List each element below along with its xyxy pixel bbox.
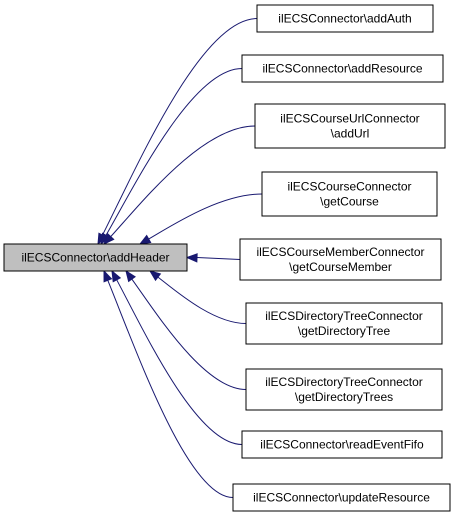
node-readeventfifo-label-line: ilECSConnector\readEventFifo [260, 438, 424, 452]
node-addresource[interactable]: ilECSConnector\addResource [241, 54, 444, 83]
node-addauth-label-line: ilECSConnector\addAuth [278, 12, 411, 26]
node-addresource-box [241, 54, 444, 83]
node-addauth[interactable]: ilECSConnector\addAuth [256, 4, 434, 33]
node-getcourse-label-line: ilECSCourseConnector [287, 180, 411, 194]
edge-getdirectorytree [156, 276, 247, 324]
edge-getcoursemember [196, 257, 241, 260]
arrowhead-getdirectorytree [148, 270, 162, 282]
edges [97, 18, 263, 498]
node-root-addheader-label-line: ilECSConnector\addHeader [21, 251, 169, 265]
arrowhead-updateresource [103, 269, 113, 283]
arrowhead-addurl [103, 233, 115, 245]
arrowhead-getcoursemember [185, 253, 198, 263]
node-readeventfifo[interactable]: ilECSConnector\readEventFifo [241, 430, 443, 459]
node-getdirectorytrees-box [245, 368, 443, 411]
arrowhead-getdirectorytrees [125, 269, 136, 283]
edge-addresource [105, 68, 243, 237]
node-addresource-label-line: ilECSConnector\addResource [262, 62, 422, 76]
node-addurl[interactable]: ilECSCourseUrlConnector\addUrl [254, 103, 446, 149]
node-readeventfifo-box [241, 430, 443, 459]
edge-readeventfifo [115, 278, 243, 445]
edge-addauth [101, 18, 258, 237]
edge-getcourse [147, 193, 263, 240]
node-getdirectorytree[interactable]: ilECSDirectoryTreeConnector\getDirectory… [245, 302, 443, 345]
node-getdirectorytrees[interactable]: ilECSDirectoryTreeConnector\getDirectory… [245, 368, 443, 411]
node-addurl-box [254, 103, 446, 149]
node-getcoursemember-label-line: ilECSCourseMemberConnector [256, 245, 424, 259]
node-getcoursemember-label-line: \getCourseMember [289, 260, 392, 274]
node-getdirectorytree-box [245, 302, 443, 345]
node-addurl-label-line: ilECSCourseUrlConnector [280, 112, 419, 126]
node-updateresource[interactable]: ilECSConnector\updateResource [232, 483, 451, 512]
node-getdirectorytrees-label-line: \getDirectoryTrees [295, 390, 393, 404]
edge-updateresource [106, 279, 234, 498]
nodes: ilECSConnector\addHeader ilECSConnector\a… [3, 4, 451, 512]
node-getdirectorytree-label-line: ilECSDirectoryTreeConnector [265, 309, 423, 323]
node-getcoursemember-box [239, 238, 442, 281]
node-updateresource-label-line: ilECSConnector\updateResource [253, 491, 430, 505]
arrowhead-readeventfifo [111, 269, 122, 283]
node-getcourse[interactable]: ilECSCourseConnector\getCourse [261, 171, 438, 217]
node-getdirectorytree-label-line: \getDirectoryTree [298, 324, 391, 338]
edge-addurl [109, 125, 256, 238]
node-addurl-label-line: \addUrl [331, 127, 370, 141]
node-getcoursemember[interactable]: ilECSCourseMemberConnector\getCourseMemb… [239, 238, 442, 281]
node-root-addheader[interactable]: ilECSConnector\addHeader [3, 243, 188, 272]
node-addauth-box [256, 4, 434, 33]
node-root-addheader-box [3, 243, 188, 272]
node-getdirectorytrees-label-line: ilECSDirectoryTreeConnector [265, 375, 423, 389]
arrowhead-getcourse [138, 234, 152, 245]
node-updateresource-box [232, 483, 451, 512]
node-getcourse-box [261, 171, 438, 217]
edge-getdirectorytrees [130, 277, 247, 390]
node-getcourse-label-line: \getCourse [320, 195, 379, 209]
